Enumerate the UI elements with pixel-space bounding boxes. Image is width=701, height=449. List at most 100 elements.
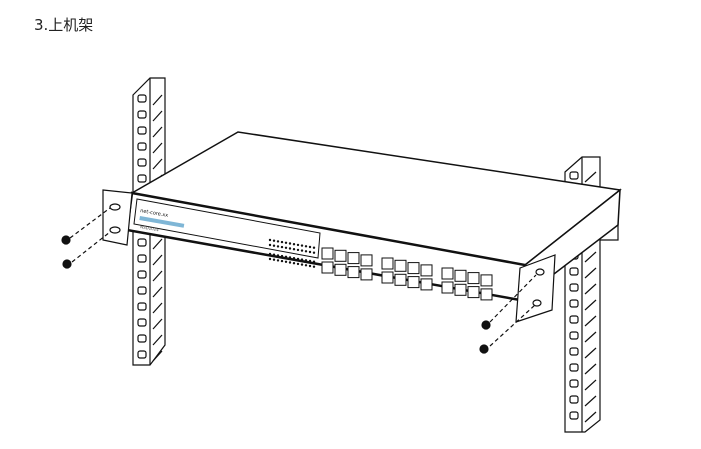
ethernet-port (480, 274, 493, 287)
led (268, 252, 272, 256)
right-mounting-ear (515, 254, 556, 323)
led (268, 257, 272, 261)
led (288, 256, 292, 259)
led (272, 253, 276, 256)
ethernet-port (441, 267, 454, 280)
rail-hole (137, 142, 147, 151)
ethernet-port (321, 261, 334, 274)
rail-hole (137, 318, 147, 327)
brand-logo: net-core.xx (140, 208, 169, 219)
rail-hole (137, 334, 147, 343)
led (268, 243, 272, 247)
rail-hole (569, 411, 579, 420)
rail-hole (137, 238, 147, 247)
led (308, 250, 312, 254)
led (272, 258, 276, 261)
ethernet-port (360, 268, 373, 281)
ethernet-port (394, 259, 407, 272)
rail-hole (137, 254, 147, 263)
led (304, 245, 308, 248)
led (292, 262, 296, 265)
rail-hole (569, 283, 579, 292)
led (276, 259, 280, 262)
rail-hole (137, 126, 147, 135)
led (312, 246, 316, 249)
ethernet-port (347, 266, 360, 279)
led (280, 259, 284, 263)
screws (69, 207, 537, 347)
led (280, 254, 284, 258)
ethernet-port (441, 281, 454, 294)
rail-hole (569, 331, 579, 340)
led (280, 240, 284, 244)
led (304, 250, 308, 253)
ethernet-port (454, 269, 467, 282)
rail-hole (137, 158, 147, 167)
rail-hole (569, 363, 579, 372)
led (272, 239, 276, 242)
led (284, 246, 288, 249)
ethernet-port (467, 286, 480, 299)
led (296, 262, 300, 266)
led (308, 245, 312, 249)
led (312, 260, 316, 263)
led (300, 263, 304, 266)
ethernet-port (407, 276, 420, 289)
ethernet-port (420, 278, 433, 291)
led (288, 242, 292, 245)
led (312, 251, 316, 254)
ethernet-port (480, 288, 493, 301)
led (284, 241, 288, 244)
led (300, 244, 304, 247)
rail-hole (137, 110, 147, 119)
rail-hole (569, 395, 579, 404)
led (304, 259, 308, 262)
ethernet-port (381, 257, 394, 270)
step-heading: 3.上机架 (34, 16, 94, 34)
rail-hole (569, 379, 579, 388)
led (308, 264, 312, 268)
led (280, 245, 284, 249)
led (300, 258, 304, 261)
screw-icons (61, 235, 491, 354)
led (292, 243, 296, 246)
ethernet-port (347, 252, 360, 265)
led (292, 257, 296, 260)
ethernet-port (420, 264, 433, 277)
rail-hole (137, 270, 147, 279)
rail-hole (569, 171, 579, 180)
led (272, 244, 276, 247)
left-mounting-ear (102, 189, 133, 246)
ethernet-port (334, 263, 347, 276)
rail-hole (569, 315, 579, 324)
led (296, 243, 300, 247)
rail-hole (569, 267, 579, 276)
rail-hole (569, 299, 579, 308)
led (276, 245, 280, 248)
ethernet-port (467, 272, 480, 285)
rail-hole (137, 286, 147, 295)
rail-hole (137, 174, 147, 183)
led (312, 265, 316, 268)
rail-hole (569, 347, 579, 356)
led (292, 248, 296, 251)
network-switch: net-core.xx NSD1024 (102, 131, 622, 323)
ethernet-port (321, 247, 334, 260)
rail-hole (137, 94, 147, 103)
led (300, 249, 304, 252)
rail-hole (137, 350, 147, 359)
led (276, 254, 280, 257)
led (296, 248, 300, 252)
led (284, 260, 288, 263)
ethernet-port (407, 262, 420, 275)
led (288, 261, 292, 264)
led (268, 238, 272, 242)
ethernet-port (394, 273, 407, 286)
led (276, 240, 280, 243)
ethernet-port (334, 249, 347, 262)
ethernet-port (454, 283, 467, 296)
model-label: NSD1024 (140, 224, 160, 232)
led (308, 259, 312, 263)
rail-hole (137, 302, 147, 311)
